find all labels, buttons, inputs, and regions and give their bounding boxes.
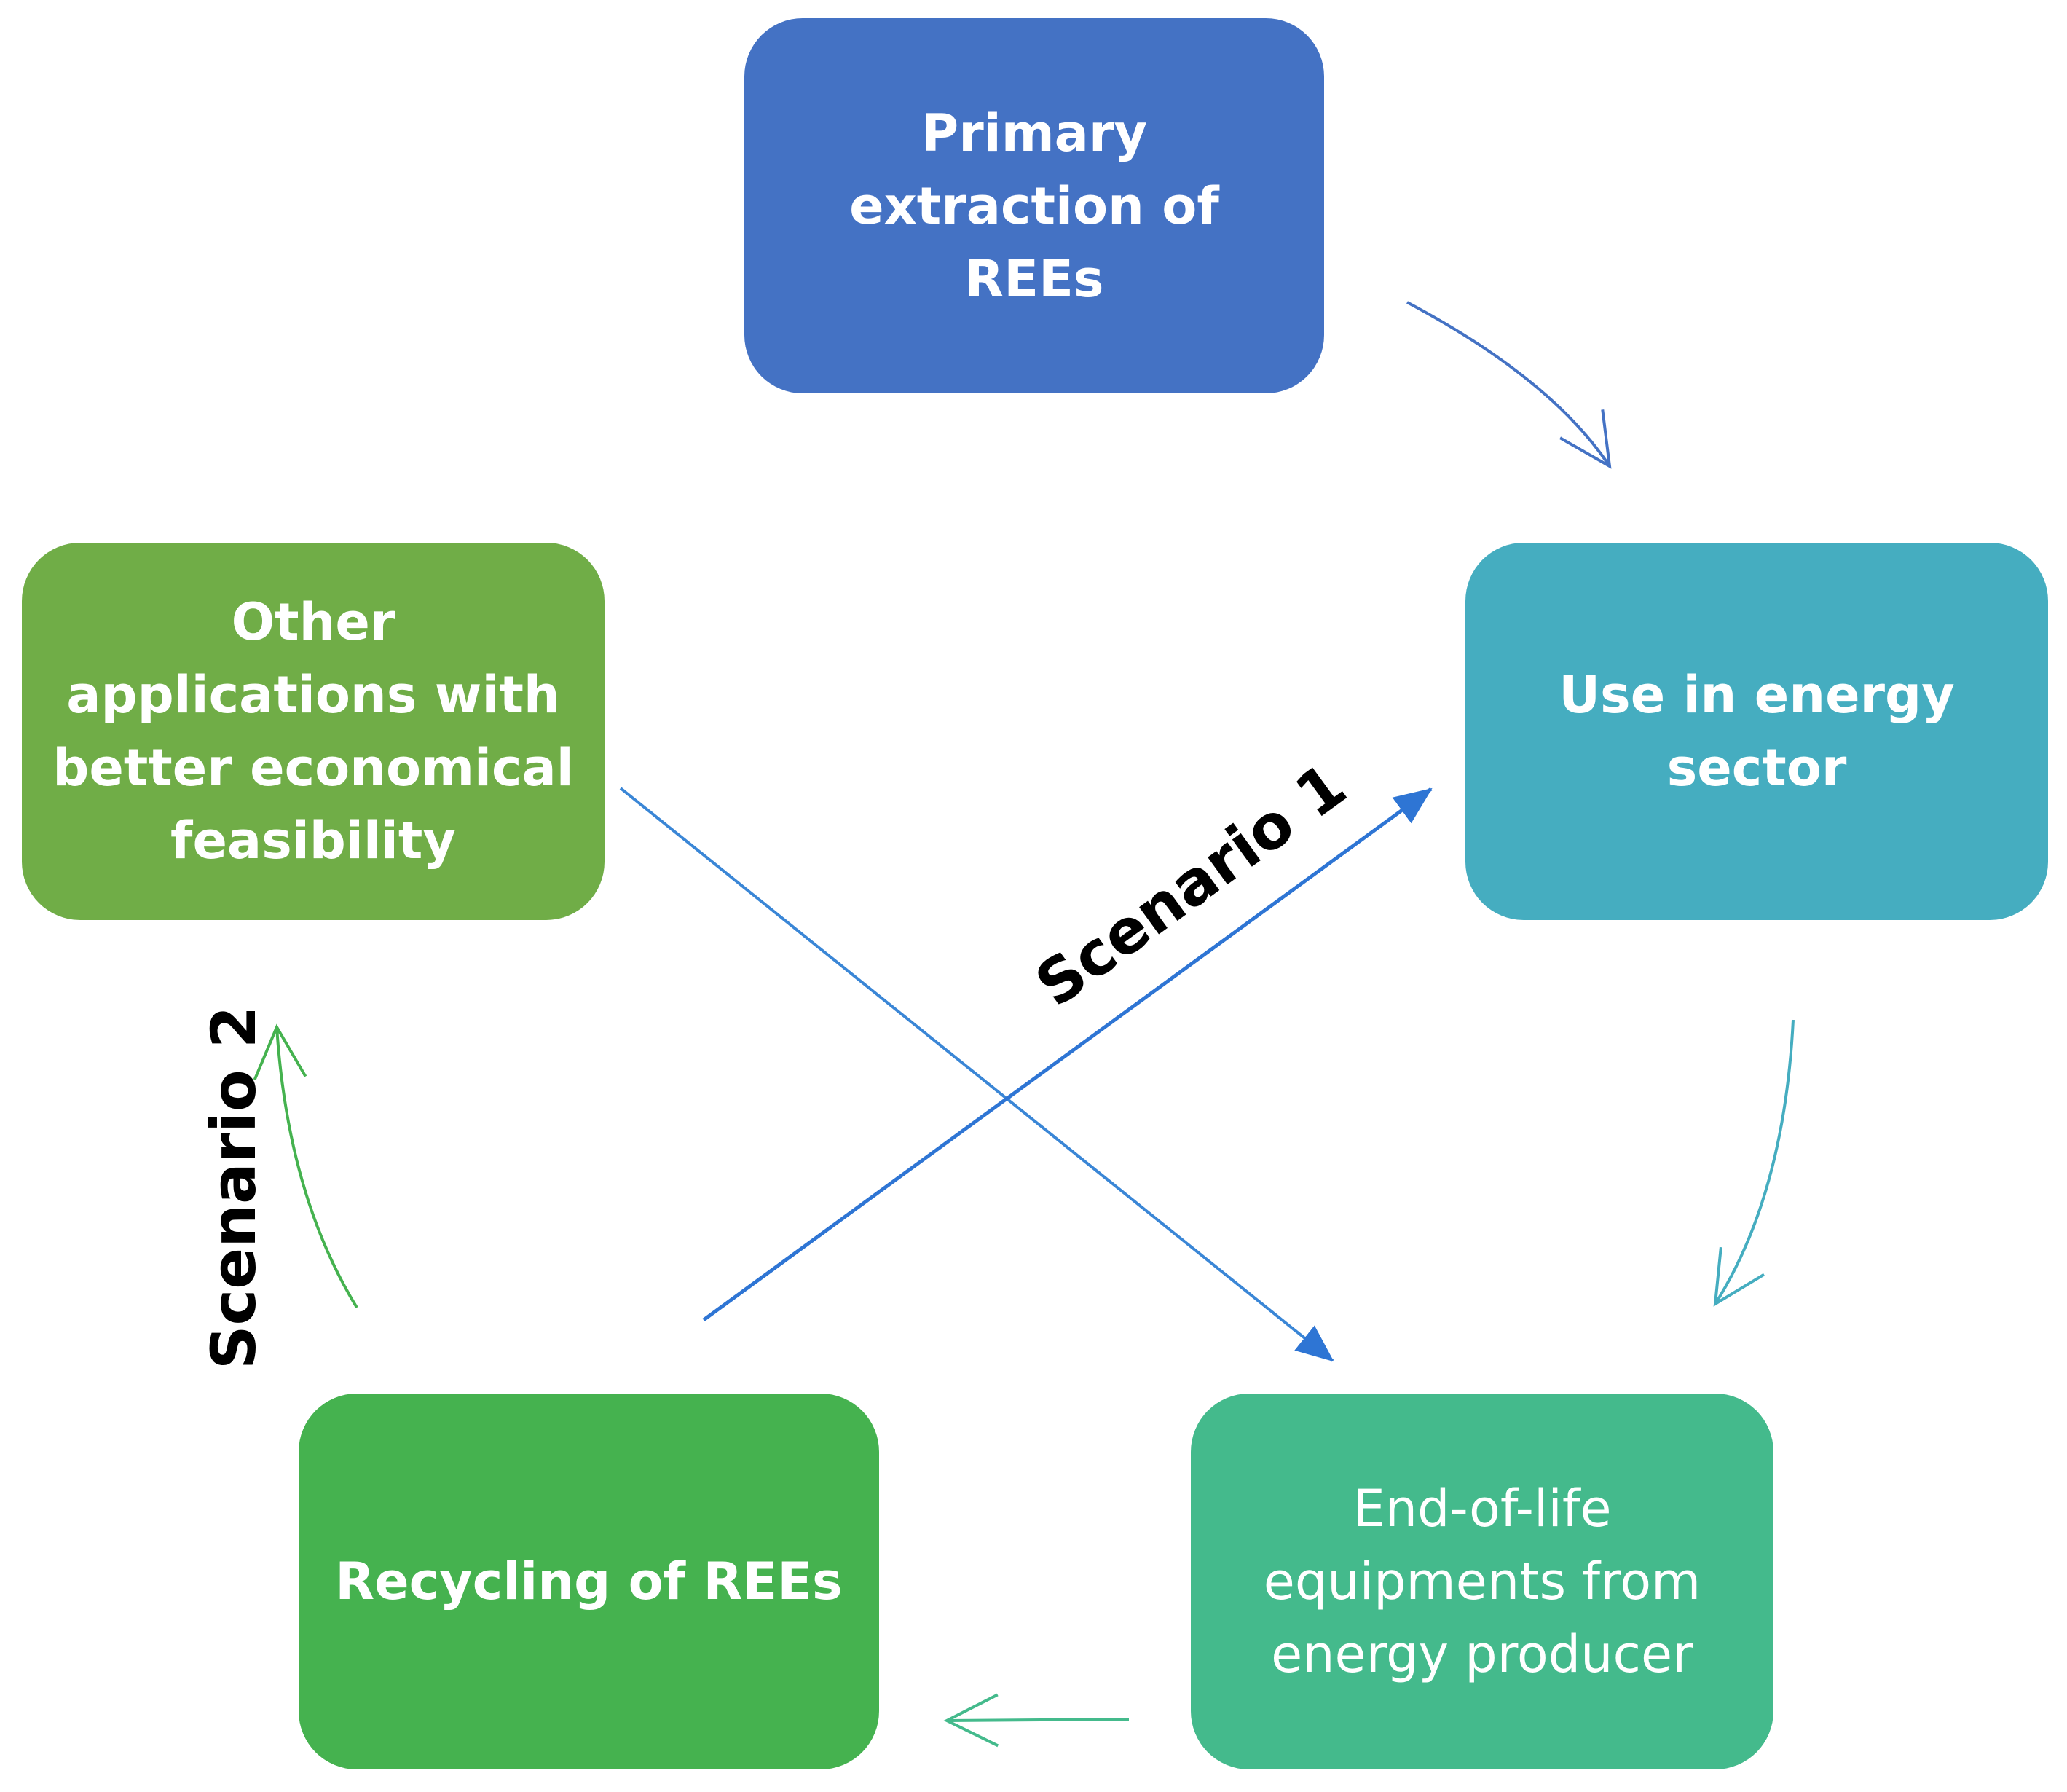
arrow-scenario-2 — [253, 1023, 358, 1309]
arrow-primary-to-energy — [1406, 301, 1612, 469]
scenario-1-label: Scenario 1 — [1023, 749, 1359, 1021]
arrow-energy-to-eol — [1713, 1019, 1795, 1307]
node-other-applications-label: Other applications with better economica… — [52, 592, 574, 871]
arrow-scenario-1 — [702, 787, 1433, 1322]
arrow-other-to-eol — [619, 787, 1334, 1362]
node-primary-extraction: Primary extraction of REEs — [744, 18, 1324, 393]
node-use-in-energy-sector: Use in energy sector — [1465, 543, 2048, 920]
node-recycling: Recycling of REEs — [299, 1394, 879, 1769]
node-primary-extraction-label: Primary extraction of REEs — [849, 103, 1219, 309]
arrow-eol-to-recycling — [943, 1693, 1130, 1748]
node-recycling-label: Recycling of REEs — [335, 1552, 843, 1611]
node-end-of-life-label: End-of-life equipments from energy produ… — [1263, 1479, 1701, 1684]
node-use-in-energy-sector-label: Use in energy sector — [1559, 665, 1955, 798]
node-other-applications: Other applications with better economica… — [22, 543, 605, 920]
node-end-of-life: End-of-life equipments from energy produ… — [1191, 1394, 1773, 1769]
scenario-2-label: Scenario 2 — [198, 1006, 269, 1369]
